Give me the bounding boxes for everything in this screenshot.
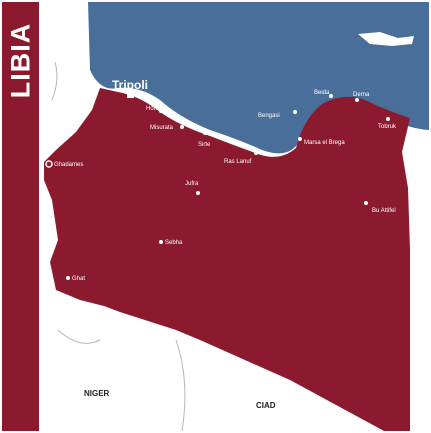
city-label-jufra: Jufra <box>185 181 199 187</box>
city-label-misurata: Misurata <box>150 125 174 131</box>
city-marker-beida <box>329 94 333 98</box>
city-label-homs: Homs <box>146 106 162 112</box>
city-label-derna: Derna <box>353 92 370 98</box>
map-title: LIBIA <box>2 10 39 110</box>
city-label-bengasi: Bengasi <box>258 113 280 119</box>
city-label-ghat: Ghat <box>72 276 85 282</box>
algeria-niger-border <box>57 329 101 344</box>
city-label-ras-lanuf: Ras Lanuf <box>224 159 252 165</box>
country-label-chad: Ciad <box>256 401 276 410</box>
city-label-tobruk: Tobruk <box>378 124 397 130</box>
country-label-niger: Niger <box>84 389 110 398</box>
city-label-marsa-el-brega: Marsa el Brega <box>304 140 345 146</box>
country-label-algeria: Algeria <box>47 323 83 332</box>
city-marker-tobruk <box>386 117 390 121</box>
city-label-ghadames: Ghadames <box>54 162 83 168</box>
city-label-sebha: Sebha <box>165 240 183 246</box>
city-marker-homs <box>159 109 163 113</box>
city-marker-derna <box>355 98 359 102</box>
city-label-beida: Beida <box>314 90 330 96</box>
city-marker-bu-attifel <box>364 201 368 205</box>
city-marker-marsa-el-brega <box>298 137 302 141</box>
city-label-bu-attifel: Bu Attifel <box>372 208 396 214</box>
niger-chad-border <box>175 339 186 432</box>
crete-island <box>358 32 414 46</box>
city-marker-ghadames <box>45 160 53 168</box>
country-label-tunisia: Tunisia <box>50 39 78 46</box>
city-marker-jufra <box>196 191 200 195</box>
city-marker-ghat <box>66 276 70 280</box>
city-label-sirte: Sirte <box>198 142 211 148</box>
city-marker-bengasi <box>293 110 297 114</box>
city-marker-misurata <box>180 125 184 129</box>
city-marker-sirte <box>203 131 207 135</box>
city-marker-ras-lanuf <box>254 151 258 155</box>
mediterranean-sea <box>88 2 429 154</box>
title-bar <box>2 2 39 431</box>
libya-territory <box>44 88 410 431</box>
capital-marker <box>127 91 134 98</box>
capital-label: Tripoli <box>112 78 148 92</box>
map-title-text: LIBIA <box>5 22 35 98</box>
tunisia-algeria-border <box>51 61 58 101</box>
city-marker-sebha <box>159 240 163 244</box>
